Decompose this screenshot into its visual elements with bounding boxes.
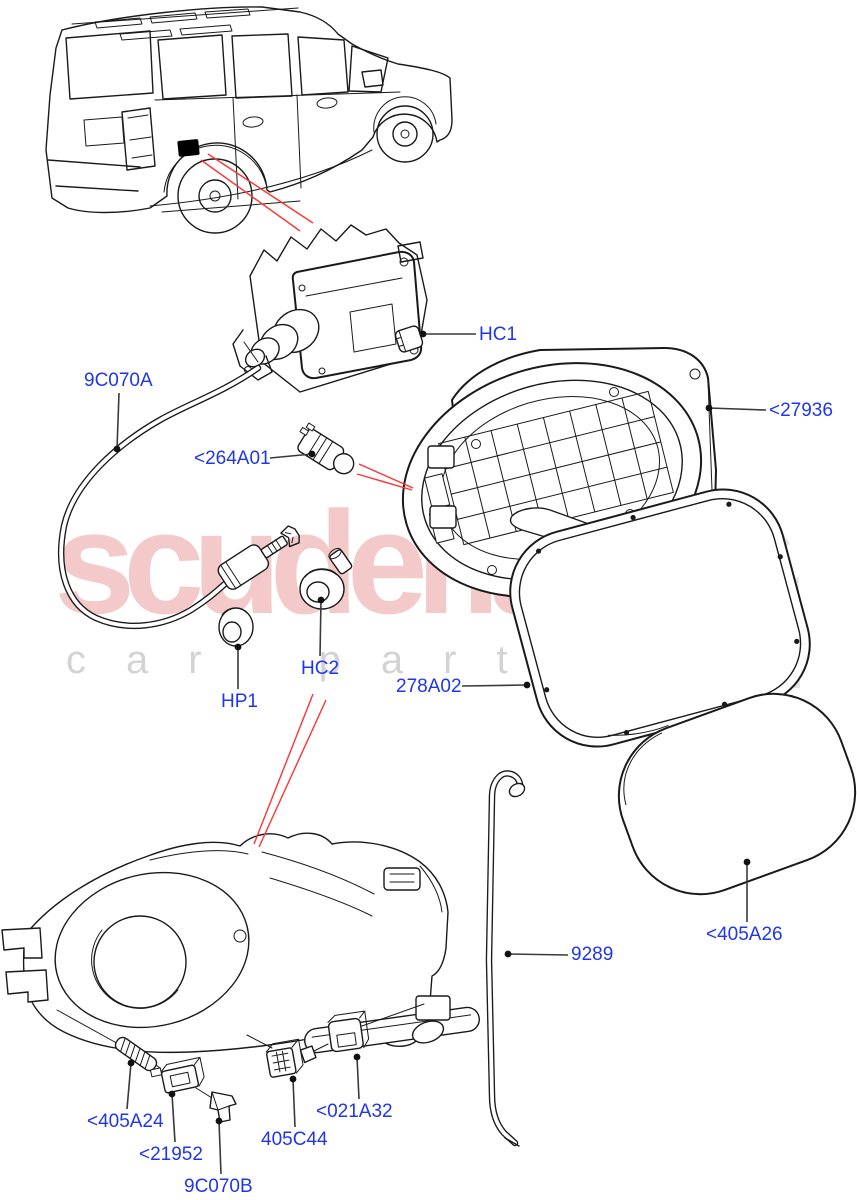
leader-dot-405C44 [289, 1075, 297, 1083]
part-label-9C070A[interactable]: 9C070A [84, 370, 153, 391]
part-label-021A32[interactable]: <021A32 [316, 1101, 393, 1122]
red-pointer-line-5 [253, 693, 314, 845]
release-rod [485, 770, 526, 1147]
leader-line-405C44 [292, 1078, 296, 1128]
part-label-264A01[interactable]: <264A01 [194, 448, 271, 469]
roof-slats [94, 8, 251, 41]
leader-dot-HP1 [234, 643, 242, 651]
leader-dot-27936 [705, 404, 713, 412]
leader-line-264A01 [269, 453, 313, 459]
fuel-filler-door [617, 692, 857, 896]
clip-021a32 [327, 1010, 370, 1053]
leader-line-9289 [507, 953, 569, 956]
grommet-hc2 [299, 547, 353, 610]
red-pointer-line-4 [356, 473, 413, 491]
leader-line-HC2 [319, 599, 322, 657]
leader-line-021A32 [356, 1056, 360, 1100]
leader-line-9C070A [116, 392, 120, 450]
bulb-264a01 [297, 422, 355, 475]
leader-dot-405A24 [127, 1059, 135, 1067]
leader-dot-9C070B [215, 1117, 223, 1125]
part-label-405A24[interactable]: <405A24 [87, 1111, 164, 1132]
leader-line-405A24 [126, 1062, 132, 1110]
part-label-HC2[interactable]: HC2 [301, 658, 340, 679]
clip-21952 [149, 1056, 205, 1094]
leader-dot-021A32 [353, 1053, 361, 1061]
leader-dot-HC2 [317, 596, 325, 604]
leader-dot-9C070A [113, 445, 121, 453]
leader-line-278A02 [461, 684, 528, 687]
part-label-HP1[interactable]: HP1 [221, 691, 258, 712]
connector-405c44 [265, 1038, 317, 1078]
fuel-flap-release-actuator [232, 224, 428, 393]
part-label-9C070B[interactable]: 9C070B [184, 1176, 253, 1197]
leader-dot-264A01 [308, 450, 316, 458]
leader-dot-9289 [504, 950, 512, 958]
part-label-405A26[interactable]: <405A26 [706, 924, 783, 945]
part-label-278A02[interactable]: 278A02 [396, 676, 462, 697]
part-label-405C44[interactable]: 405C44 [261, 1129, 328, 1150]
release-cable [57, 364, 300, 630]
bracket-9c070b [209, 1091, 237, 1123]
part-label-27936[interactable]: <27936 [769, 400, 833, 421]
leader-dot-21952 [168, 1090, 176, 1098]
part-label-HC1[interactable]: HC1 [479, 324, 518, 345]
red-pointer-line-2 [207, 153, 314, 224]
leader-dot-HC1 [419, 330, 427, 338]
part-label-21952[interactable]: <21952 [139, 1144, 203, 1165]
red-pointer-line-6 [258, 699, 327, 848]
leader-line-9C070B [218, 1120, 222, 1175]
vehicle-illustration [45, 6, 453, 234]
red-pointer-line-1 [200, 159, 301, 232]
leader-line-27936 [708, 407, 767, 411]
red-pointer-line-3 [358, 463, 414, 489]
leader-line-21952 [171, 1093, 176, 1143]
leader-dot-405A26 [743, 858, 751, 866]
seal-holes [535, 501, 800, 736]
fuel-flap-marker [177, 139, 200, 157]
spring-405a24 [114, 1036, 158, 1072]
tagline-watermark: car parts [66, 638, 608, 682]
part-label-9289[interactable]: 9289 [571, 944, 614, 965]
dome-cap-hp1 [218, 607, 254, 647]
leader-dot-278A02 [523, 681, 531, 689]
